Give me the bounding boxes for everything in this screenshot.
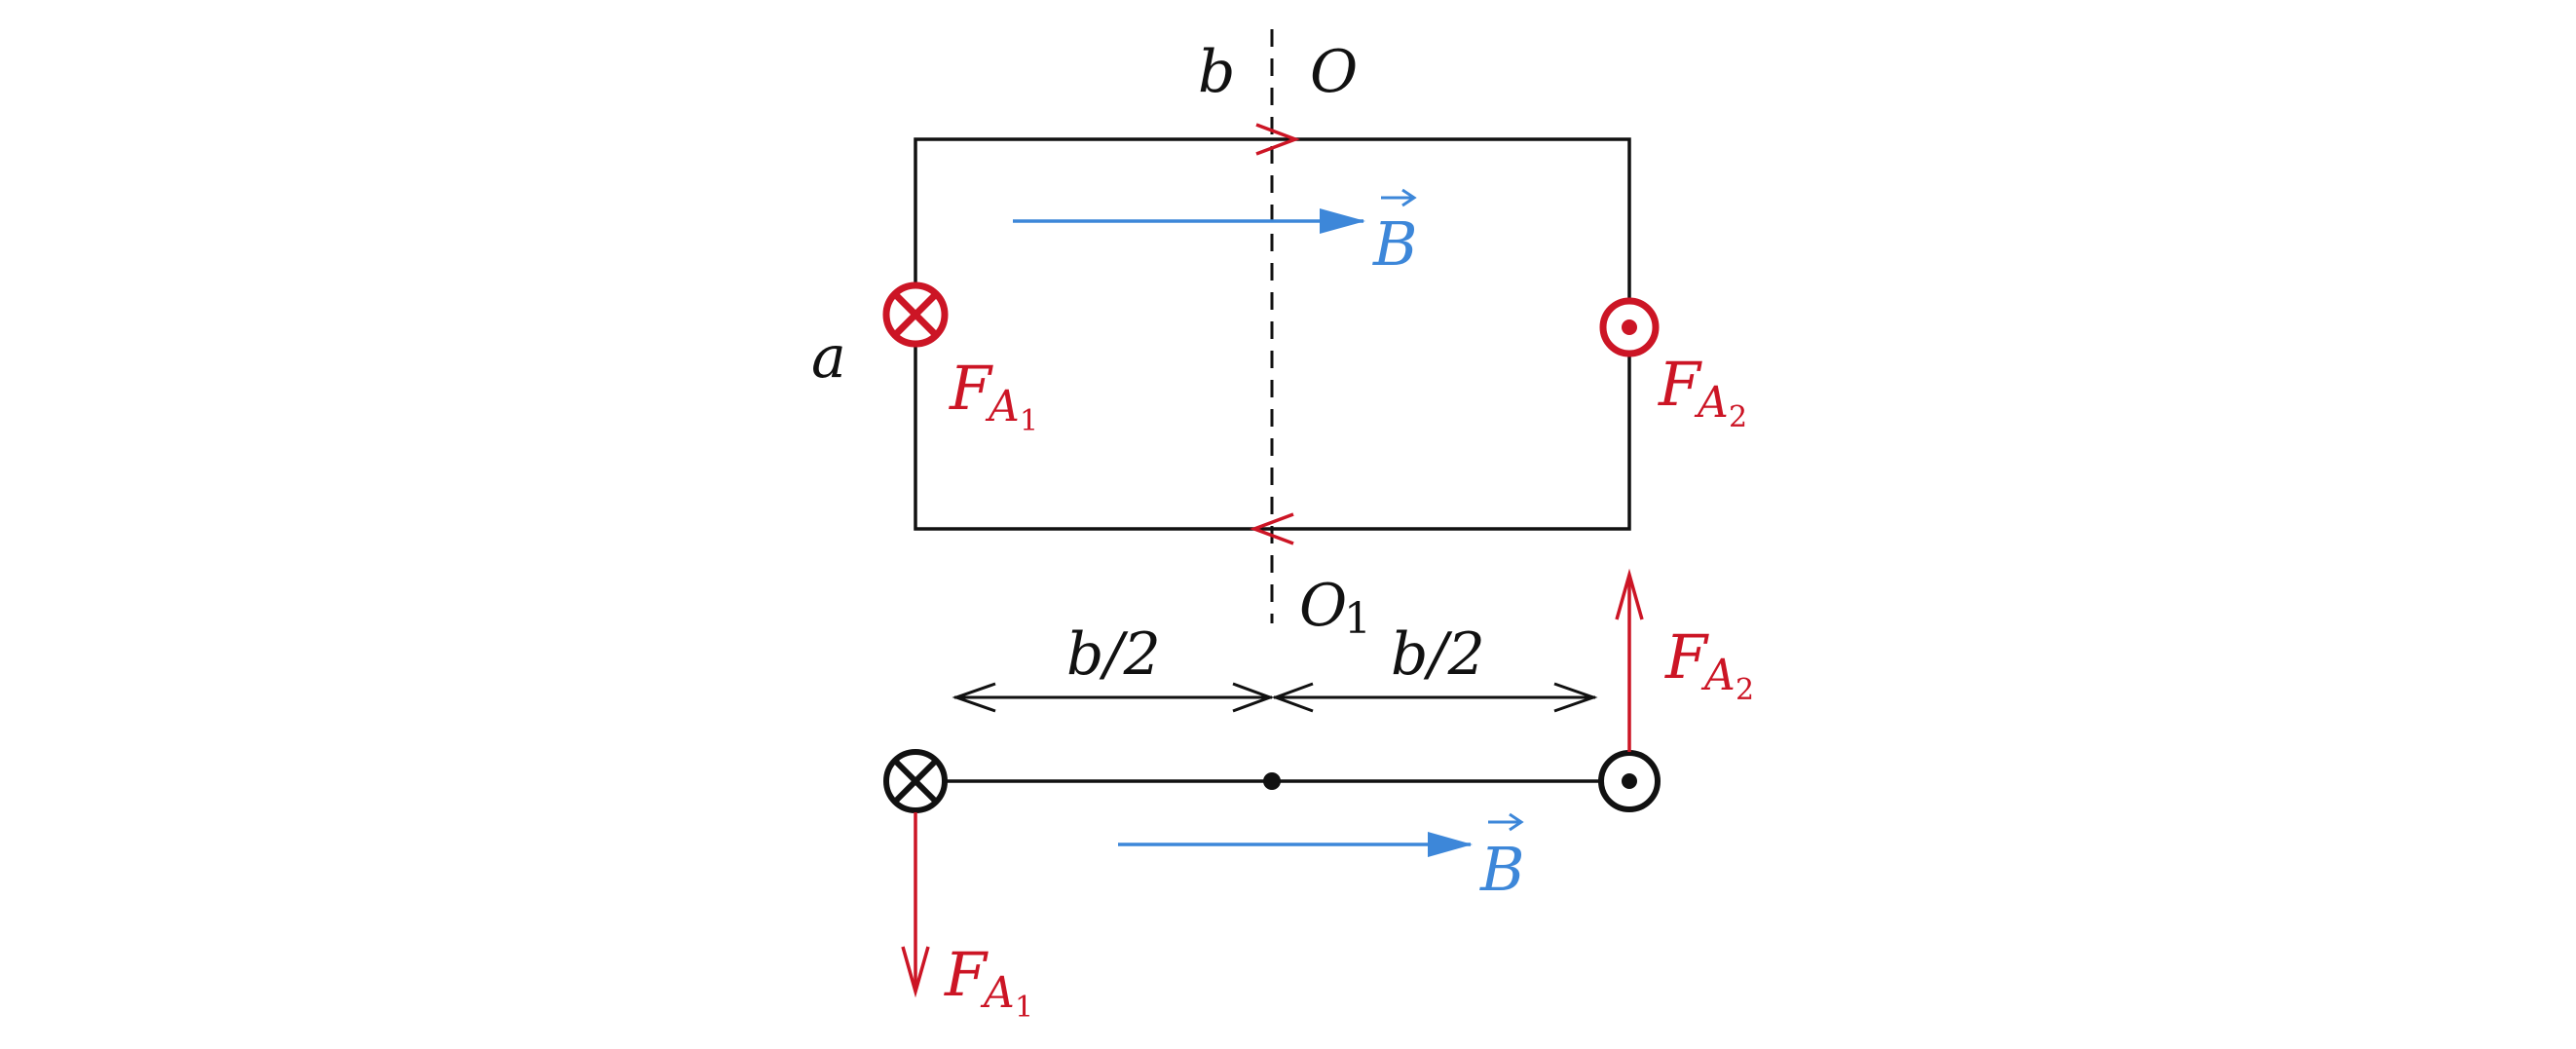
force-right-subletter: A [1694,378,1729,428]
force-label-right-side: F A 2 [1664,621,1754,707]
field-symbol: B [1372,208,1418,280]
svg-text:A: A [980,968,1015,1018]
svg-text:F: F [1664,621,1709,693]
force-left-base: F [949,353,993,424]
svg-text:O: O [1299,572,1347,640]
svg-text:2: 2 [1736,673,1754,707]
field-arrowhead-bottom [1428,832,1473,857]
force-right-base: F [1658,349,1702,420]
dimension-arrow-left [952,682,1275,713]
force-left-subletter: A [985,382,1020,431]
top-view: B b O a F A 1 F A 2 [811,29,1747,623]
field-arrowhead-top [1320,208,1365,234]
force-label-right-top: F A 2 [1658,349,1747,434]
force-label-left-top: F A 1 [949,353,1038,438]
label-a: a [811,323,846,392]
force-label-left-side: F A 1 [944,939,1033,1025]
dimension-label-left: b/2 [1066,620,1161,689]
svg-text:B: B [1479,834,1525,905]
label-O: O [1310,38,1358,106]
field-label-top: B [1372,188,1418,280]
axis-point [1263,772,1281,790]
dimension-arrow-right [1271,682,1598,713]
force-left-subindex: 1 [1020,404,1038,438]
field-label-bottom: B [1479,812,1525,905]
force-arrow-up-right [1615,568,1644,752]
current-arrow-bottom [1250,512,1294,545]
svg-text:1: 1 [1344,594,1371,644]
dot-in-circle-icon [1599,297,1660,357]
current-arrow-top [1255,123,1300,156]
dimension-label-right: b/2 [1391,620,1485,689]
side-view: O 1 b/2 b/2 [883,568,1754,1025]
svg-text:A: A [1700,651,1736,700]
label-b: b [1198,38,1235,106]
cross-in-circle-icon [883,749,948,813]
svg-text:1: 1 [1015,991,1033,1025]
force-right-subindex: 2 [1729,400,1747,434]
force-arrow-down-left [901,812,930,998]
dot-in-circle-icon [1598,750,1661,812]
svg-text:F: F [944,939,989,1010]
cross-in-circle-icon [882,281,949,348]
label-O1: O 1 [1299,572,1371,644]
